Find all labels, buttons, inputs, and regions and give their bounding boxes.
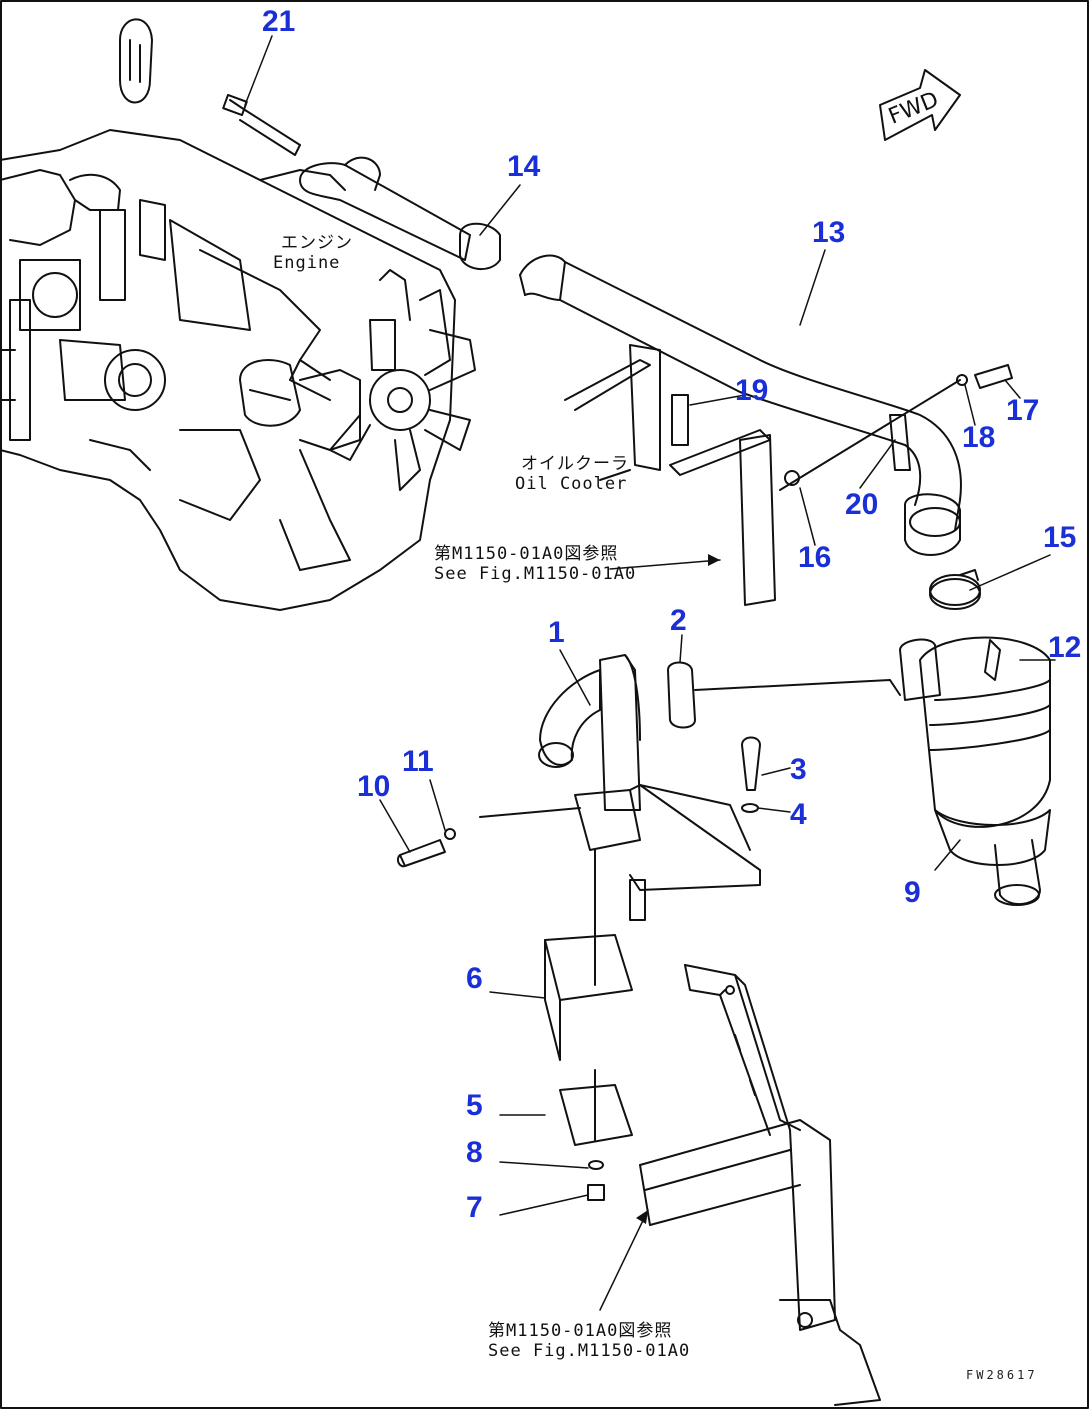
oil-cooler-label: オイルクーラ Oil Cooler [515, 454, 629, 494]
air-cleaner [899, 636, 1051, 906]
part-number-21: 21 [262, 5, 296, 38]
clamp-2 [667, 661, 901, 729]
leader-arrowheads [636, 554, 720, 1224]
reference-lower: 第M1150-01A0図参照 See Fig.M1150-01A0 [488, 1321, 691, 1361]
part-number-5: 5 [466, 1089, 483, 1122]
part-number-12: 12 [1048, 631, 1082, 664]
engine-label-jp: エンジン [281, 233, 353, 253]
oil-cooler-bracket [564, 344, 961, 606]
hose-13 [519, 254, 962, 556]
small-hardware-upper [784, 364, 1013, 486]
reference-lower-en: See Fig.M1150-01A0 [488, 1340, 691, 1361]
part-number-2: 2 [670, 604, 687, 637]
oil-cooler-label-jp: オイルクーラ [521, 454, 629, 474]
nut-7 [587, 1184, 605, 1201]
part-number-3: 3 [790, 753, 807, 786]
part-number-8: 8 [466, 1136, 483, 1169]
fan-drawing [289, 269, 476, 491]
reference-upper-en: See Fig.M1150-01A0 [434, 563, 637, 584]
part-number-16: 16 [798, 541, 832, 574]
drawing-code: FW28617 [966, 1368, 1038, 1382]
engine-drawing [0, 18, 456, 611]
part-number-11: 11 [402, 745, 434, 778]
part-number-13: 13 [812, 216, 846, 249]
chassis-frame [639, 964, 881, 1406]
part-number-19: 19 [735, 374, 769, 407]
part-number-15: 15 [1043, 521, 1077, 554]
part-number-9: 9 [904, 876, 921, 909]
plate-5 [559, 1069, 633, 1146]
bolt-3 [741, 736, 761, 813]
leader-lines [244, 35, 1056, 1311]
bolt-10 [396, 828, 456, 868]
part-number-20: 20 [845, 488, 879, 521]
part-number-6: 6 [466, 962, 483, 995]
part-number-4: 4 [790, 798, 807, 831]
engine-label-en: Engine [273, 252, 341, 273]
part-number-14: 14 [507, 150, 541, 183]
part-number-17: 17 [1006, 394, 1040, 427]
reference-upper-jp: 第M1150-01A0図参照 [434, 544, 619, 564]
clamp-15 [929, 569, 981, 610]
reference-lower-jp: 第M1150-01A0図参照 [488, 1321, 673, 1341]
part-number-1: 1 [548, 616, 565, 649]
washer-8 [588, 1160, 604, 1170]
part-number-7: 7 [466, 1191, 483, 1224]
oil-cooler-label-en: Oil Cooler [515, 473, 628, 494]
engine-label: エンジン Engine [273, 233, 353, 273]
elbow-1 [538, 654, 641, 811]
part-number-10: 10 [357, 770, 391, 803]
part-number-18: 18 [962, 421, 996, 454]
mount-bracket [479, 784, 761, 986]
cover-6 [544, 934, 633, 1061]
reference-upper: 第M1150-01A0図参照 See Fig.M1150-01A0 [434, 544, 637, 584]
engine-pipe [222, 94, 501, 270]
fwd-arrow [879, 69, 961, 141]
